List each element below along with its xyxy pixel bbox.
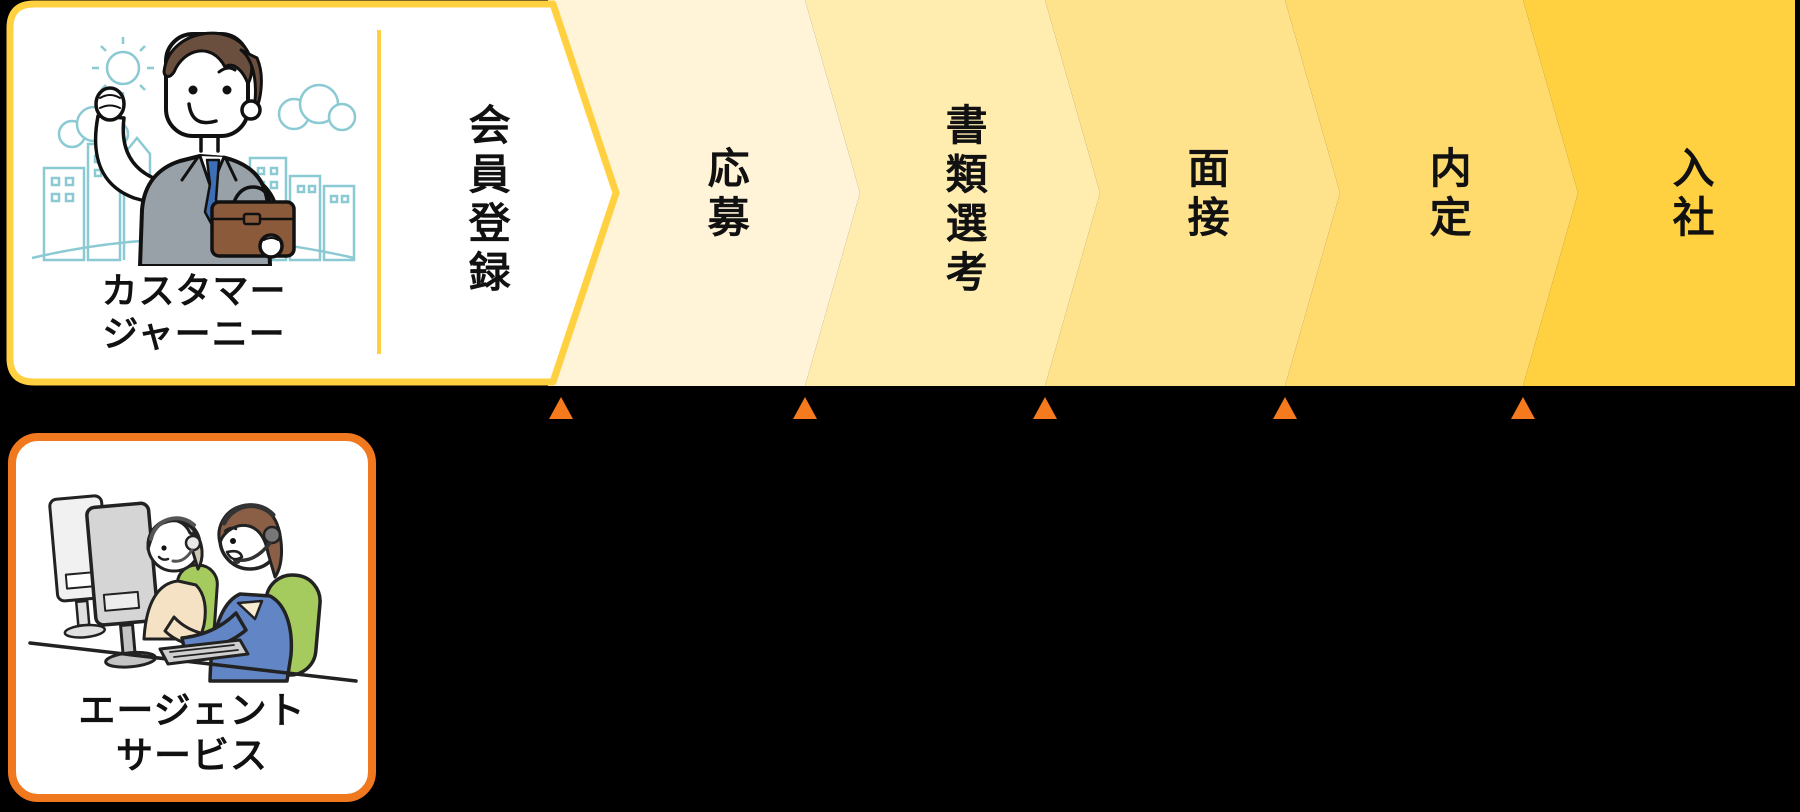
agent-service-card: エージェント サービス — [8, 433, 376, 802]
stage-marker-triangle-icon — [1033, 397, 1057, 419]
businessman-cityscape-illustration — [31, 31, 357, 266]
stage-marker-triangle-icon — [1511, 397, 1535, 419]
stage-label-naitei: 内定 — [1423, 146, 1473, 244]
stage-label-nyusha: 入社 — [1666, 146, 1716, 244]
stage-marker-triangle-icon — [793, 397, 817, 419]
agent-title-line1: エージェント — [78, 689, 306, 732]
stage-marker-triangle-icon — [549, 397, 573, 419]
journey-title-line1: カスタマー — [101, 271, 287, 312]
agent-card-title: エージェント サービス — [16, 688, 368, 778]
sun-icon — [105, 50, 141, 86]
agent-title-line2: サービス — [116, 734, 268, 777]
stage-shape-oubo — [548, 0, 860, 386]
stage-shape-naitei — [1285, 0, 1578, 386]
stage-label-shorui-senko: 書類選考 — [939, 103, 989, 299]
journey-card-title: カスタマー ジャーニー — [14, 270, 374, 356]
agent-front — [180, 503, 294, 683]
stage-shape-mensetsu — [1045, 0, 1340, 386]
stage-label-oubo: 応募 — [701, 146, 751, 244]
stage-shape-shorui-senko — [805, 0, 1100, 386]
businessman — [93, 31, 296, 266]
stage-label-mensetsu: 面接 — [1181, 146, 1231, 244]
stage-shape-nyusha — [1523, 0, 1795, 386]
monitor-front — [85, 501, 160, 669]
stage-marker-triangle-icon — [1273, 397, 1297, 419]
journey-title-line2: ジャーニー — [102, 314, 286, 355]
stage-label-kaiin-toroku: 会員登録 — [462, 103, 512, 299]
call-center-agents-illustration — [28, 494, 358, 683]
